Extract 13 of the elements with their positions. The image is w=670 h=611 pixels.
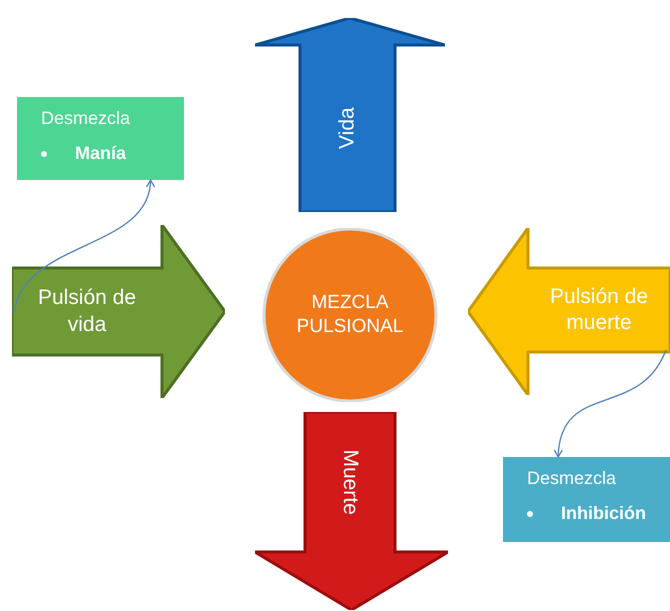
node-label: MEZCLA PULSIONAL (296, 291, 404, 339)
bullet-item: Inhibición (527, 500, 646, 527)
text-box (503, 457, 670, 542)
node-label: Vida (334, 106, 360, 152)
node-label: Muerte (338, 448, 364, 517)
curved-arrow (554, 350, 667, 458)
curved-arrow (14, 179, 154, 312)
box-heading: Desmezcla (527, 467, 618, 490)
node-label: Pulsión de muerte (548, 284, 650, 336)
node-label: Pulsión de vida (36, 285, 138, 338)
bullet-item: Manía (41, 140, 160, 167)
box-heading: Desmezcla (41, 107, 132, 130)
text-box (17, 97, 184, 180)
